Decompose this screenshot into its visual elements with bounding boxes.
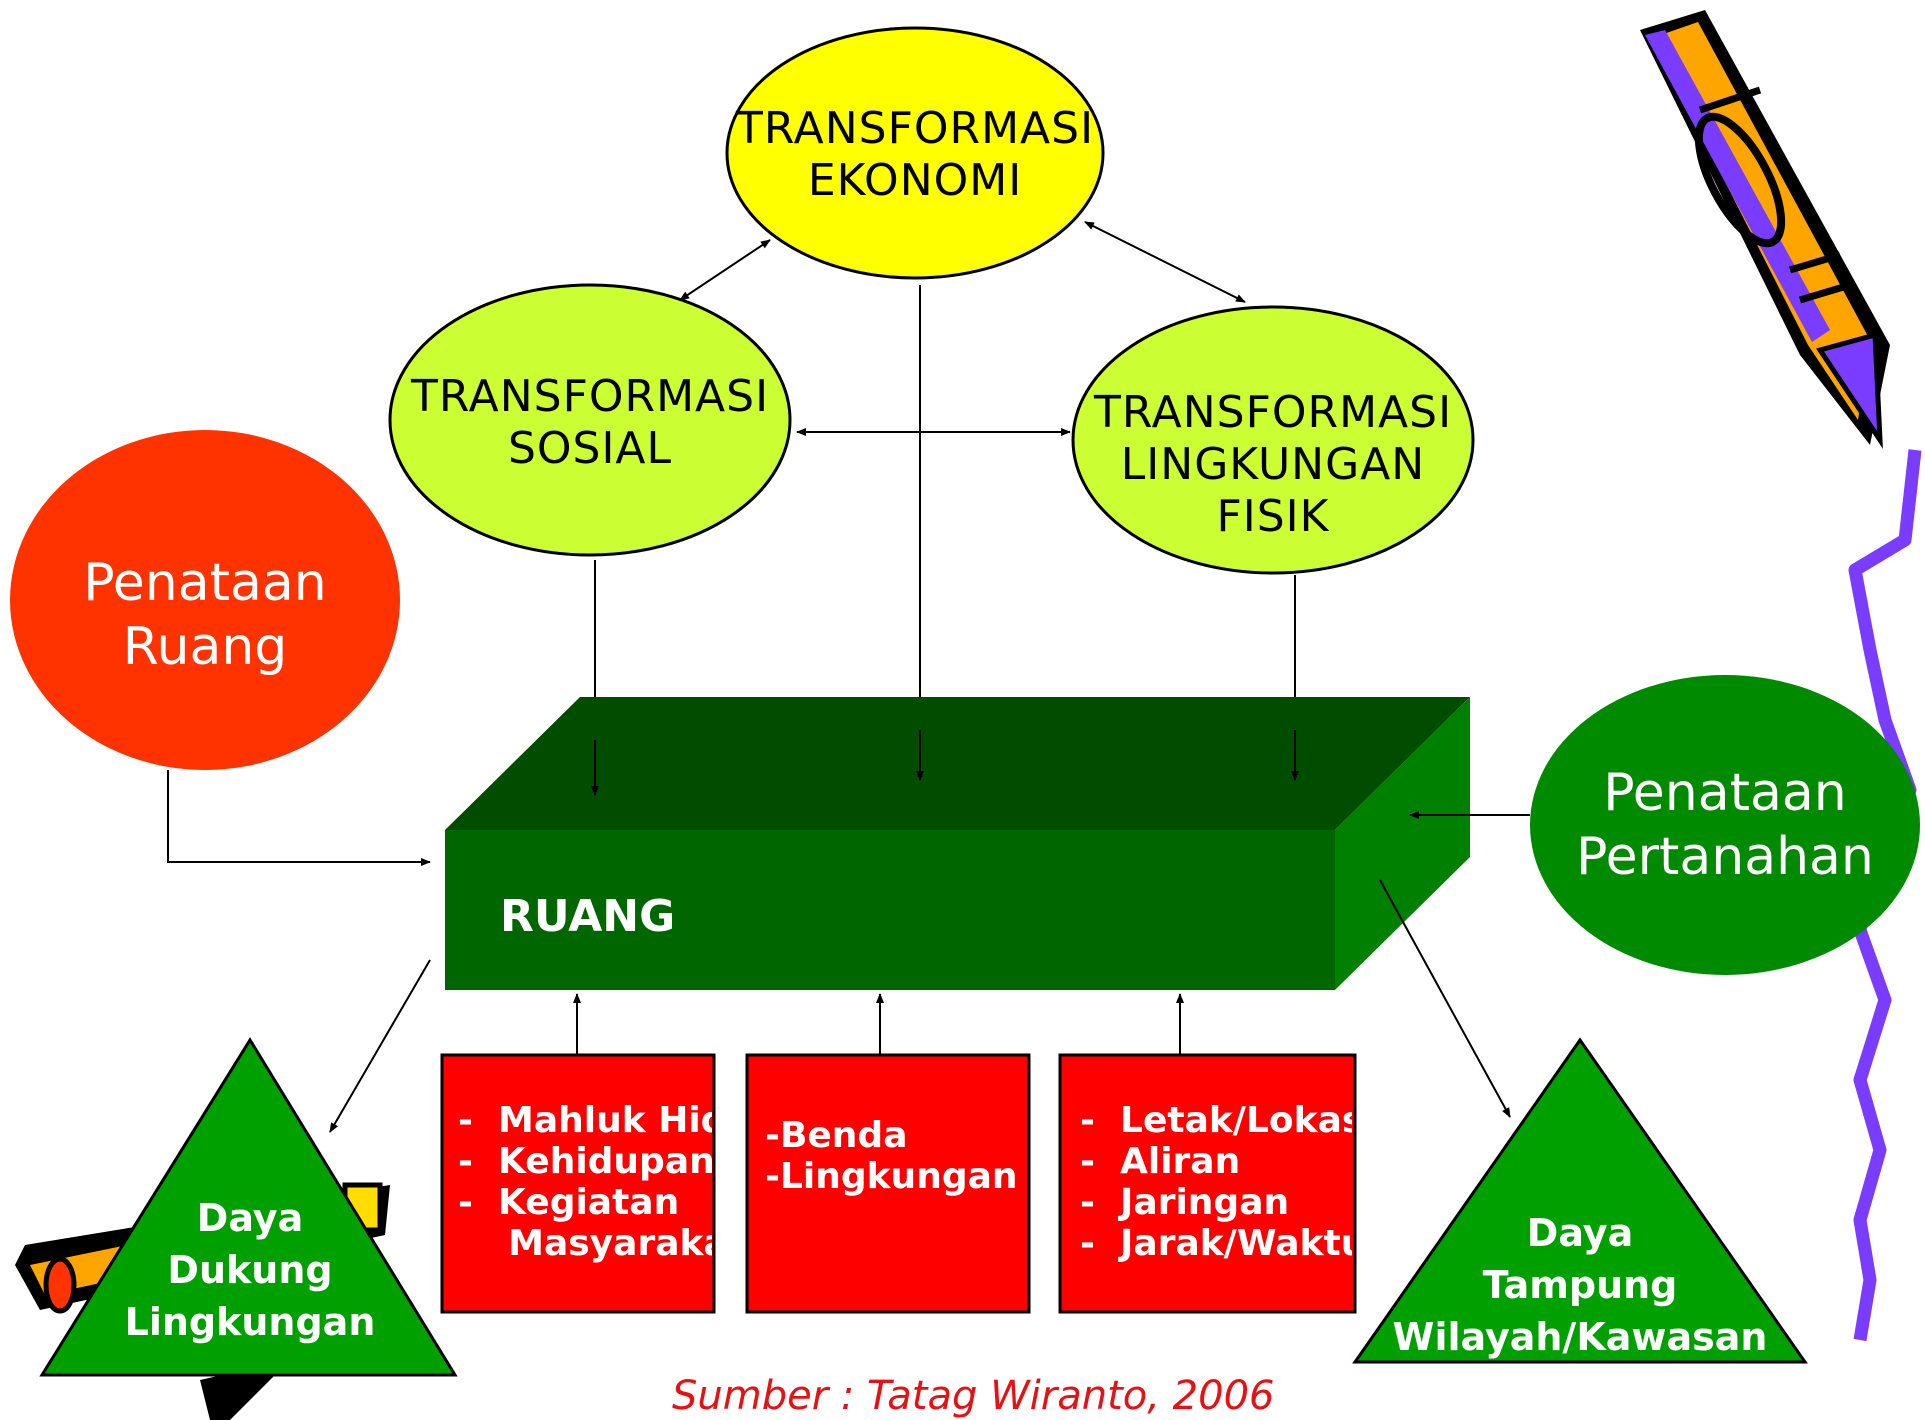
node-ruang-box — [445, 697, 1470, 990]
text-box-benda: -Benda -Lingkungan — [765, 1115, 1018, 1197]
box-letak — [1058, 1053, 1357, 1314]
text-box-letak: - Letak/Lokasi - Aliran - Jaringan - Jar… — [1080, 1100, 1352, 1264]
label-ruang: RUANG — [500, 890, 676, 942]
node-daya-tampung — [1352, 1037, 1808, 1364]
label-transformasi-sosial: TRANSFORMASI SOSIAL — [410, 371, 770, 474]
label-transformasi-lingkungan: TRANSFORMASI LINGKUNGAN FISIK — [1093, 387, 1453, 542]
node-transformasi-sosial — [388, 283, 792, 557]
node-transformasi-lingkungan — [1071, 305, 1475, 575]
box-benda — [745, 1053, 1031, 1314]
box-mahluk-hidup — [440, 1053, 716, 1314]
arrow-ekonomi-lingkungan — [1084, 221, 1246, 303]
node-penataan-pertanahan — [1530, 675, 1920, 975]
label-daya-dukung: Daya Dukung Lingkungan — [124, 1196, 376, 1344]
source-caption: Sumber : Tatag Wiranto, 2006 — [672, 1373, 1275, 1419]
label-penataan-ruang: Penataan Ruang — [83, 553, 327, 677]
node-penataan-ruang — [10, 430, 400, 770]
label-penataan-pertanahan: Penataan Pertanahan — [1576, 763, 1874, 887]
pencil-clipart-icon — [1640, 10, 1890, 449]
arrow-ekonomi-sosial — [679, 239, 771, 301]
arrow-ruang-to-daya-tampung — [1379, 879, 1511, 1118]
node-transformasi-ekonomi — [725, 26, 1105, 280]
arrow-penataan-ruang-to-ruang — [167, 770, 431, 866]
label-transformasi-ekonomi: TRANSFORMASI EKONOMI — [735, 103, 1095, 206]
text-box-mahluk-hidup: - Mahluk Hidup - Kehidupan - Kegiatan Ma… — [458, 1100, 712, 1264]
node-daya-dukung — [39, 1037, 458, 1377]
arrow-ruang-to-daya-dukung — [329, 959, 431, 1133]
label-daya-tampung: Daya Tampung Wilayah/Kawasan — [1392, 1211, 1768, 1359]
